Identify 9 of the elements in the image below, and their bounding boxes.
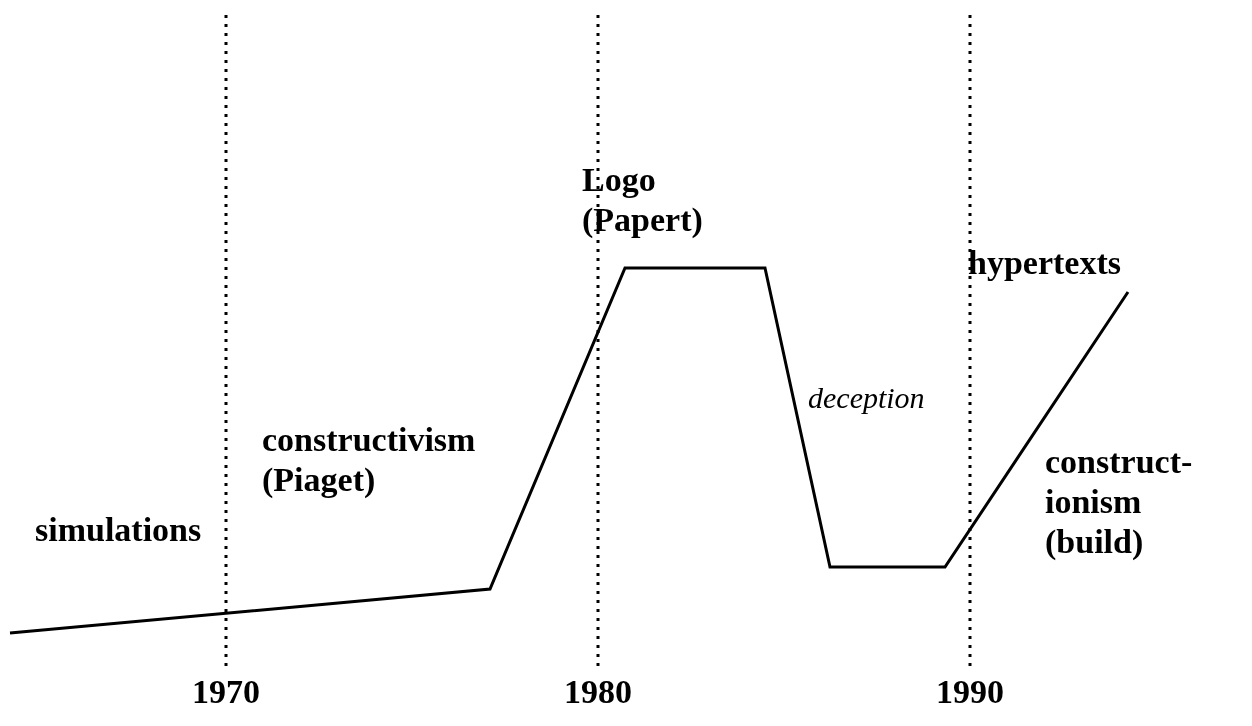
- milestone-label: hypertexts: [968, 243, 1121, 283]
- milestone-label: simulations: [35, 510, 202, 550]
- year-label: 1980: [563, 672, 633, 712]
- phase-label: deception: [808, 380, 925, 416]
- milestone-label: Logo (Papert): [582, 160, 704, 240]
- milestone-label: construct- ionism (build): [1045, 442, 1194, 562]
- milestone-label: constructivism (Piaget): [262, 420, 477, 500]
- year-label: 1990: [935, 672, 1005, 712]
- year-label: 1970: [191, 672, 261, 712]
